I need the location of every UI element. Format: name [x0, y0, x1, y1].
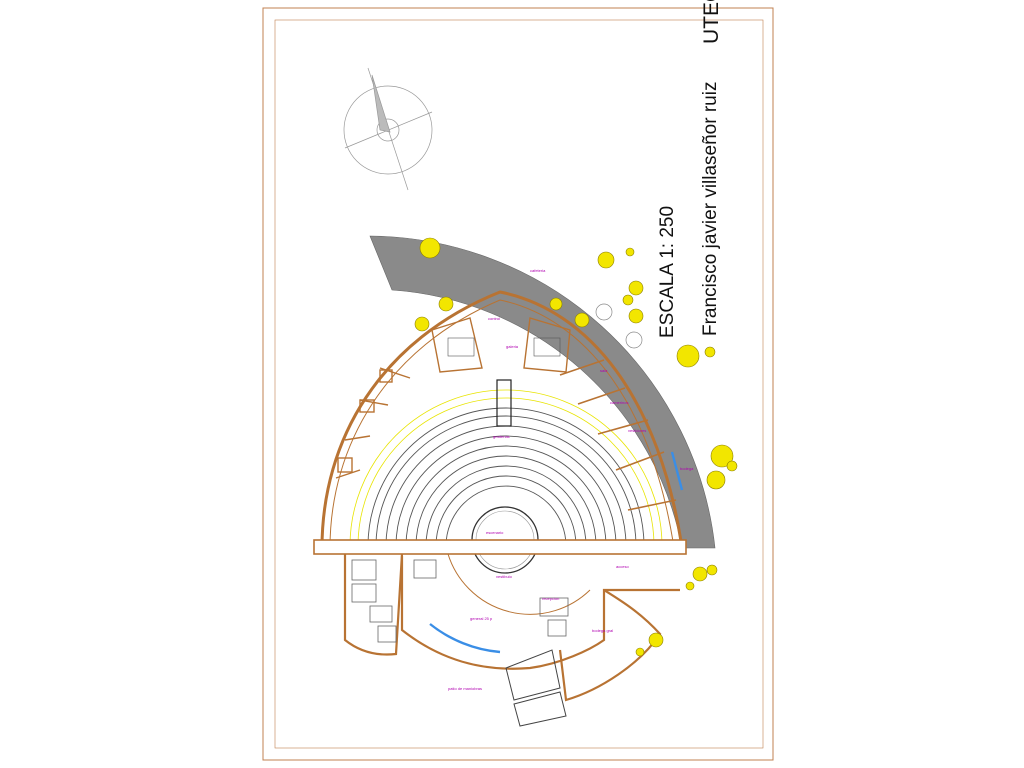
room-label-bodega-gral: bodega gral: [592, 628, 613, 633]
room-label-recepcion: recepcion: [542, 596, 559, 601]
upper-hall-outline: [320, 290, 684, 549]
room-label-acceso: acceso: [616, 564, 629, 569]
room-label-sala: sala: [600, 368, 608, 373]
institution-label: UTEG: [700, 0, 723, 44]
central-aisle: [496, 379, 512, 427]
author-label: Francisco javier villaseñor ruiz: [700, 81, 721, 336]
room-label-patio: patio de maniobras: [448, 686, 482, 691]
loading-dock: [505, 649, 567, 727]
room-label-vestidores: vestidores: [628, 428, 646, 433]
room-label-general: general 25 p: [470, 616, 493, 621]
top-wings: [431, 317, 571, 373]
glazing-band: [670, 451, 684, 491]
upper-left-rooms: [335, 367, 411, 479]
room-label-graderia: graderias: [493, 434, 510, 439]
seating-rings: [349, 389, 663, 547]
glazing-arc: [429, 623, 501, 654]
upper-right-rooms: [559, 359, 677, 511]
divider-band: [313, 539, 687, 555]
planter-circles: [595, 303, 643, 349]
scale-label: ESCALA 1: 250: [657, 205, 678, 338]
room-label-galeria: galeria: [506, 344, 519, 349]
room-label-camerinos: camerinos: [610, 400, 628, 405]
tree-icon: [414, 237, 738, 657]
sheet-outer-frame: [262, 7, 774, 761]
lower-service-rooms: [351, 559, 569, 643]
lower-wing: [343, 553, 680, 702]
room-label-bodega: bodega: [680, 466, 694, 471]
room-label-escenario: escenario: [486, 530, 504, 535]
room-label-cafeteria: cafeteria: [530, 268, 546, 273]
paving-band: [369, 235, 716, 549]
sheet-inner-frame: [274, 19, 764, 749]
room-labels: control galeria sala camerinos vestidore…: [448, 268, 694, 691]
room-label-vestibulo: vestibulo: [496, 574, 513, 579]
room-label-control: control: [488, 316, 500, 321]
north-arrow-icon: [343, 67, 433, 191]
